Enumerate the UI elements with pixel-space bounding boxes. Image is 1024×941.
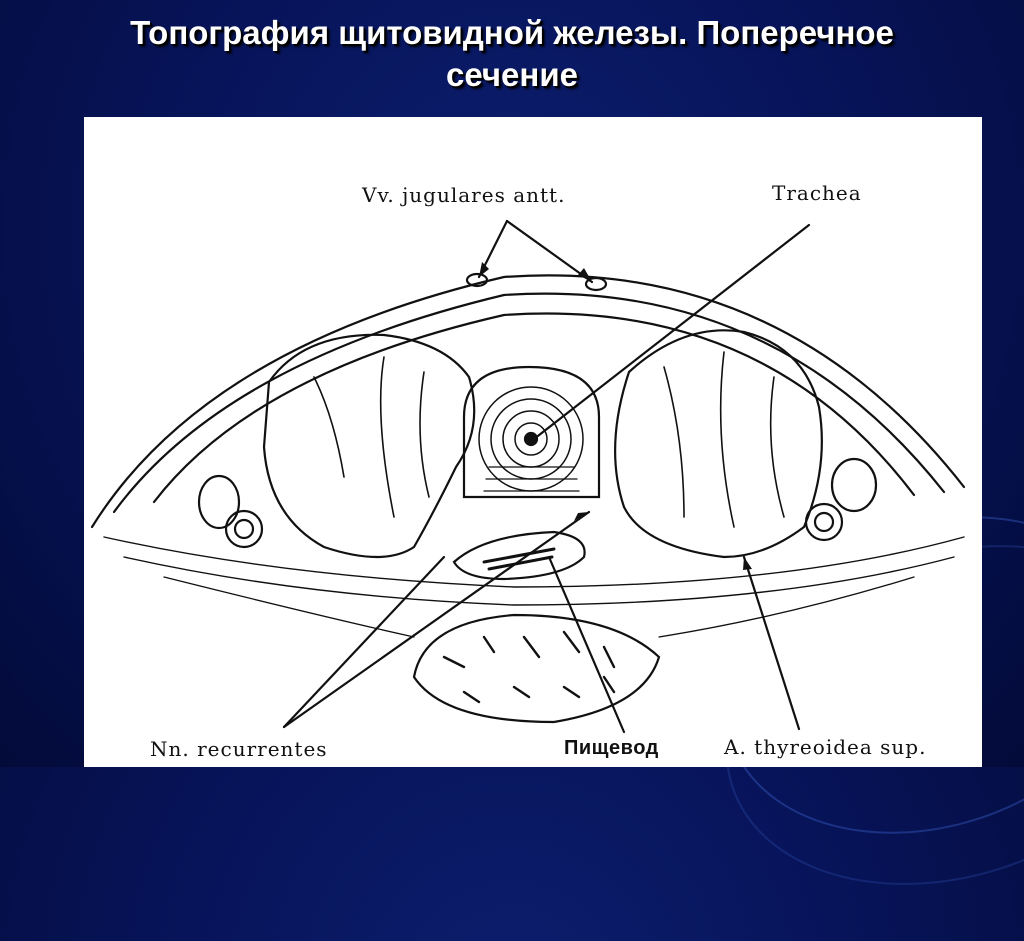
anatomy-figure: Vv. jugulares antt. Trachea Nn. recurren… <box>84 117 982 767</box>
skin-outline <box>90 274 966 529</box>
pointer-jugular-right <box>505 219 594 284</box>
label-thyroid-artery: A. thyreoidea sup. <box>724 735 927 759</box>
thyroid-right-lobe <box>614 329 823 559</box>
pointer-esophagus <box>547 555 626 734</box>
pointer-trachea <box>532 223 811 441</box>
jugular-vein-left <box>465 272 489 288</box>
label-trachea: Trachea <box>772 181 862 205</box>
vertebral-body <box>412 613 661 724</box>
fascia-outline <box>112 292 946 514</box>
carotid-left <box>224 509 264 549</box>
carotid-left-outer <box>197 474 241 530</box>
label-jugular-veins: Vv. jugulares antt. <box>362 183 566 207</box>
thyroid-left-lobe <box>262 333 476 559</box>
muscle-layer-outline <box>152 312 916 504</box>
pointer-nerve-b <box>282 510 591 729</box>
label-recurrent-nerves: Nn. recurrentes <box>150 737 328 761</box>
jugular-vein-right <box>584 276 608 292</box>
label-esophagus: Пищевод <box>564 737 659 759</box>
carotid-right <box>804 502 844 542</box>
slide-title-line-1: Топография щитовидной железы. Поперечное <box>130 14 894 51</box>
carotid-right-outer <box>830 457 878 513</box>
slide-title-line-2: сечение <box>446 56 578 93</box>
pointer-nerve-a <box>282 555 446 729</box>
slide-title: Топография щитовидной железы. Поперечное… <box>60 12 964 96</box>
trachea <box>462 365 601 499</box>
esophagus <box>452 530 586 581</box>
thyroid-cross-section-drawing <box>90 219 966 734</box>
pointer-artery <box>742 555 801 731</box>
